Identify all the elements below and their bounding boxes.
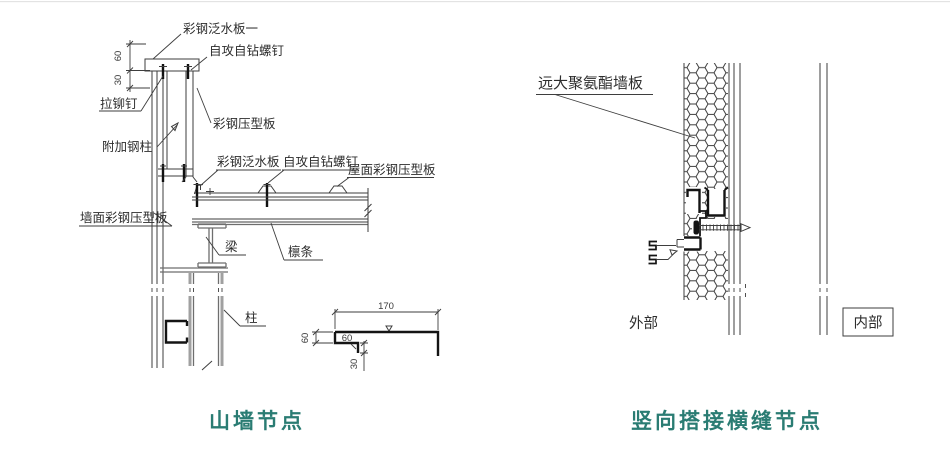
- label-roof-sheet: 屋面彩钢压型板: [336, 163, 436, 187]
- dim-30-top: 30: [113, 75, 124, 86]
- caption-lap-seam-node: 竖向搭接横缝节点: [631, 409, 823, 433]
- dim-60-top: 60: [113, 51, 124, 62]
- roof-sheet: [193, 183, 368, 207]
- dim-detail-30: 30: [349, 359, 360, 370]
- label-text: 檩条: [288, 244, 314, 259]
- label-cladding: 彩钢压型板: [196, 87, 276, 131]
- seam-step: [676, 236, 702, 252]
- label-text: 彩钢泛水板: [217, 155, 280, 169]
- label-text: 拉铆钉: [100, 96, 138, 111]
- label-text: 自攻自钻螺钉: [283, 154, 359, 169]
- clip-assembly: [686, 186, 752, 236]
- label-screw-top: 自攻自钻螺钉: [190, 43, 285, 71]
- label-text: 墙面彩钢压型板: [80, 211, 168, 225]
- label-text: 屋面彩钢压型板: [348, 163, 436, 177]
- dim-detail-h60: 60: [300, 333, 311, 344]
- label-wall-sheet: 墙面彩钢压型板: [79, 211, 173, 227]
- label-purlin: 檩条: [270, 222, 323, 261]
- label-rivet: 拉铆钉: [99, 75, 164, 112]
- tie-bracket: [158, 164, 193, 182]
- c-bracket: [164, 319, 189, 344]
- screw-washer: [693, 220, 699, 235]
- label-text: 柱: [245, 310, 258, 325]
- label-column: 柱: [223, 309, 266, 327]
- label-text: 彩钢压型板: [213, 117, 276, 131]
- caption-gable-node: 山墙节点: [209, 409, 305, 433]
- cap-flashing: [144, 58, 200, 79]
- label-panel: 远大聚氨酯墙板: [536, 74, 696, 139]
- column-section: [188, 273, 224, 371]
- beam-section: [160, 223, 228, 273]
- dim-detail-inner60: 60: [342, 333, 353, 344]
- panel-hatch: [683, 63, 752, 335]
- label-flashing-top: 彩钢泛水板一: [152, 22, 258, 60]
- label-text: 梁: [225, 239, 238, 254]
- label-exterior: 外部: [629, 315, 658, 332]
- interior-lining: [819, 63, 828, 335]
- left-diagram: 60 30: [79, 22, 442, 433]
- label-text: 附加钢柱: [102, 139, 152, 154]
- purlin-band: [192, 188, 372, 232]
- label-text: 自攻自钻螺钉: [209, 43, 285, 58]
- gable-cladding: [181, 71, 198, 183]
- dim-detail-width: 170: [378, 301, 394, 312]
- label-text: 彩钢泛水板一: [183, 22, 258, 36]
- screw-fastener: [699, 223, 752, 233]
- flashing-detail: 170 60 60 30: [300, 301, 442, 371]
- right-diagram: 远大聚氨酯墙板 外部 内部 竖向搭接横缝节点: [536, 63, 894, 433]
- label-text: 远大聚氨酯墙板: [538, 74, 643, 92]
- top-hairline: [0, 1, 950, 3]
- label-flashing-mid: 彩钢泛水板: [199, 155, 281, 187]
- interior-box: 内部: [842, 307, 894, 337]
- dimension-top: 60 30: [113, 40, 150, 92]
- sealant-squiggle: [648, 240, 679, 265]
- label-screw-mid: 自攻自钻螺钉: [267, 154, 359, 184]
- label-added-column: 附加钢柱: [102, 121, 179, 154]
- label-beam: 梁: [205, 236, 246, 256]
- label-interior: 内部: [854, 315, 883, 332]
